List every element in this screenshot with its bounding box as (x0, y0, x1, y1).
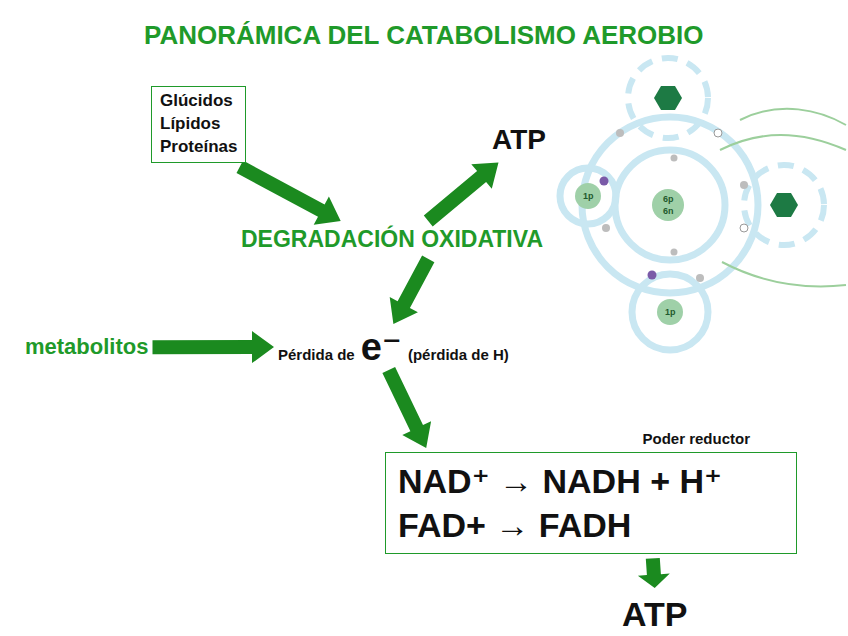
node-text: Poder reductor (642, 430, 750, 448)
product-label: ATP (622, 592, 687, 636)
node-text: Glúcidos Lípidos Proteínas (160, 90, 237, 159)
flow-arrow (382, 367, 431, 448)
node-text: Pérdida de (278, 347, 355, 362)
process-label: DEGRADACIÓN OXIDATIVA (241, 225, 543, 255)
node-text: e⁻ (361, 328, 402, 366)
node-text: NAD⁺ → NADH + H⁺ (398, 459, 784, 503)
flow-arrow (638, 558, 670, 588)
node-text: ATP (622, 592, 687, 636)
node-text: DEGRADACIÓN OXIDATIVA (241, 225, 543, 255)
nucleus-label: 6n (663, 207, 674, 216)
input-label: metabolitos (25, 333, 148, 362)
node-text: (pérdida de H) (408, 347, 509, 362)
source-box: Glúcidos Lípidos Proteínas (151, 86, 246, 163)
node-text: metabolitos (25, 333, 148, 362)
nucleus-label: 1p (583, 192, 594, 201)
flow-arrow (153, 331, 275, 363)
nucleus-label: 1p (665, 308, 676, 317)
node-text: FAD+ → FADH (398, 503, 784, 547)
diagram-title: PANORÁMICA DEL CATABOLISMO AEROBIO (144, 20, 703, 51)
flow-arrow (390, 256, 435, 324)
nucleus-label: 6p (663, 195, 674, 204)
process-label: Pérdida de e⁻ (pérdida de H) (278, 328, 509, 366)
reaction-box: Poder reductorNAD⁺ → NADH + H⁺FAD+ → FAD… (385, 452, 797, 554)
flow-arrow (424, 162, 499, 226)
node-text: ATP (492, 122, 546, 158)
flow-arrow (237, 161, 341, 225)
product-label: ATP (492, 122, 546, 158)
